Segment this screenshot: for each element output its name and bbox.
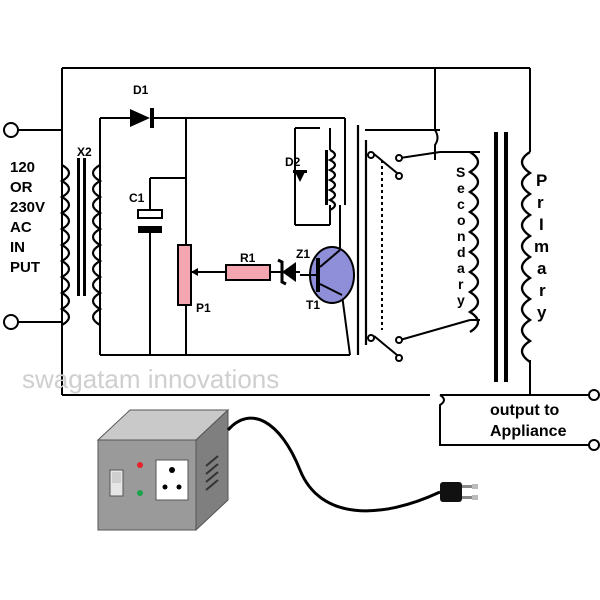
diode-d1: D1 <box>130 83 154 128</box>
output-terminal-bottom <box>588 439 600 451</box>
label-d1: D1 <box>133 83 149 97</box>
secondary-letter: n <box>457 228 466 244</box>
primary-letter: r <box>537 193 544 212</box>
zener-z1: Z1 <box>277 247 310 286</box>
input-label-line-6: PUT <box>10 259 40 276</box>
secondary-letter: r <box>458 276 464 292</box>
primary-letter: r <box>539 281 546 300</box>
red-led <box>137 462 143 468</box>
main-transformer <box>467 132 533 382</box>
capacitor-c1: C1 <box>129 191 163 233</box>
input-terminal-bottom <box>3 314 19 330</box>
input-label-line-1: 120 <box>10 159 35 176</box>
label-d2: D2 <box>285 155 301 169</box>
secondary-letter: a <box>457 260 465 276</box>
relay-coil <box>325 149 346 211</box>
label-r1: R1 <box>240 251 256 265</box>
main-wiring <box>18 67 590 446</box>
primary-label: P r I m a r y <box>534 171 549 322</box>
output-terminals <box>588 389 600 451</box>
watermark: swagatam innovations <box>22 364 279 394</box>
output-label-line-1: output to <box>490 402 560 419</box>
input-terminals <box>3 122 19 330</box>
input-label-line-2: OR <box>10 179 33 196</box>
stabilizer-box-illustration <box>96 408 478 532</box>
label-z1: Z1 <box>296 247 310 261</box>
output-label: output to Appliance <box>490 402 567 440</box>
transformer-x2: X2 <box>59 145 103 326</box>
diode-d2: D2 <box>285 155 307 182</box>
input-label: 120 OR 230V AC IN PUT <box>10 159 45 276</box>
secondary-letter: e <box>457 180 465 196</box>
secondary-letter: d <box>457 244 466 260</box>
secondary-letter: S <box>456 164 465 180</box>
input-label-line-4: AC <box>10 219 32 236</box>
primary-letter: a <box>537 259 547 278</box>
label-t1: T1 <box>306 298 320 312</box>
output-terminal-top <box>588 389 600 401</box>
label-x2: X2 <box>77 145 92 159</box>
output-socket <box>155 459 189 501</box>
power-plug <box>440 482 478 502</box>
primary-letter: I <box>539 215 544 234</box>
secondary-letter: y <box>457 292 465 308</box>
primary-letter: P <box>536 171 547 190</box>
input-label-line-5: IN <box>10 239 25 256</box>
input-label-line-3: 230V <box>10 199 45 216</box>
secondary-letter: c <box>457 196 465 212</box>
resistor-r1: R1 <box>225 251 271 281</box>
primary-letter: m <box>534 237 549 256</box>
transistor-t1: T1 <box>300 246 355 312</box>
secondary-letter: o <box>457 212 466 228</box>
label-p1: P1 <box>196 301 211 315</box>
relay-contacts <box>356 125 403 362</box>
green-led <box>137 490 143 496</box>
potentiometer-p1: P1 <box>177 244 211 315</box>
primary-letter: y <box>537 303 547 322</box>
input-terminal-top <box>3 122 19 138</box>
output-label-line-2: Appliance <box>490 423 567 440</box>
secondary-label: S e c o n d a r y <box>456 164 466 308</box>
label-c1: C1 <box>129 191 145 205</box>
